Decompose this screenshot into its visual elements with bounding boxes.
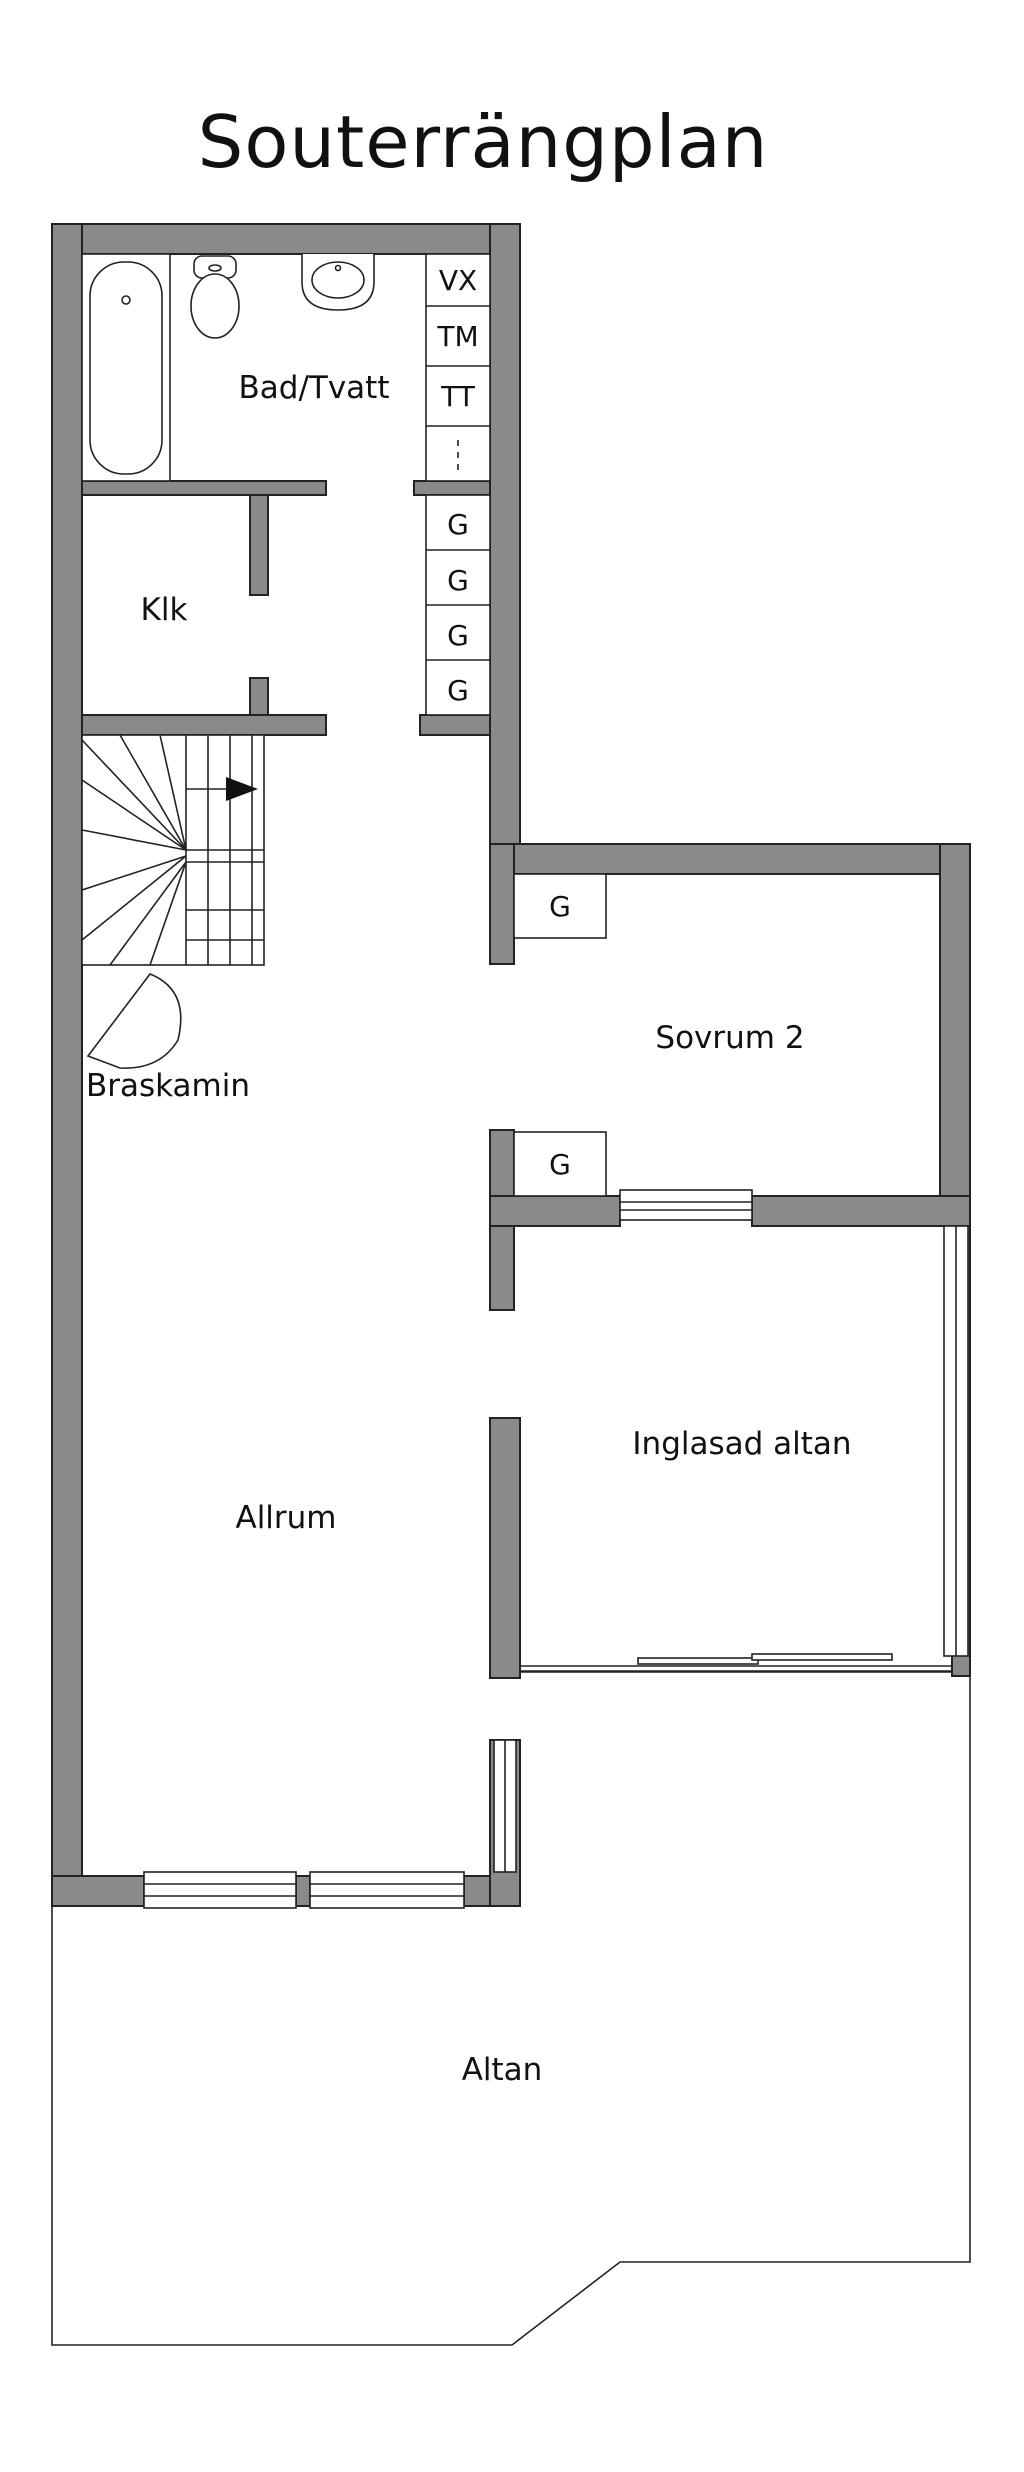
cabinet-g-label: G bbox=[447, 508, 469, 541]
cabinet-tm-label: TM bbox=[436, 320, 478, 353]
room-label-sovrum2: Sovrum 2 bbox=[655, 1020, 804, 1056]
bathtub bbox=[81, 253, 171, 482]
braskamin-icon bbox=[86, 973, 182, 1069]
room-label-bad: Bad/Tvatt bbox=[239, 370, 390, 406]
cabinet-g-label: G bbox=[447, 619, 469, 652]
room-label-klk: Klk bbox=[141, 592, 188, 628]
wardrobe-g-label: G bbox=[549, 890, 571, 923]
cabinet-vx-label: VX bbox=[439, 264, 477, 297]
wardrobe-sovrum-top bbox=[513, 873, 607, 939]
cabinet-g-label: G bbox=[447, 564, 469, 597]
stair-arrow-icon bbox=[226, 777, 258, 801]
windows bbox=[143, 1189, 969, 1909]
wardrobe-g-label: G bbox=[549, 1148, 571, 1181]
cabinet-tt-label: TT bbox=[440, 380, 476, 413]
cabinet-stack-hall bbox=[425, 494, 491, 716]
room-label-inglasad-altan: Inglasad altan bbox=[632, 1426, 851, 1462]
page-title: Souterrängplan bbox=[197, 100, 769, 184]
room-label-allrum: Allrum bbox=[235, 1500, 336, 1536]
cabinet-stack-bath bbox=[425, 253, 491, 482]
sink-icon bbox=[301, 254, 375, 311]
toilet-icon bbox=[190, 255, 240, 339]
staircase bbox=[81, 734, 265, 966]
room-label-braskamin: Braskamin bbox=[86, 1068, 250, 1104]
wardrobe-sovrum-bottom bbox=[513, 1131, 607, 1197]
cabinet-g-label: G bbox=[447, 674, 469, 707]
room-label-altan: Altan bbox=[462, 2052, 543, 2088]
